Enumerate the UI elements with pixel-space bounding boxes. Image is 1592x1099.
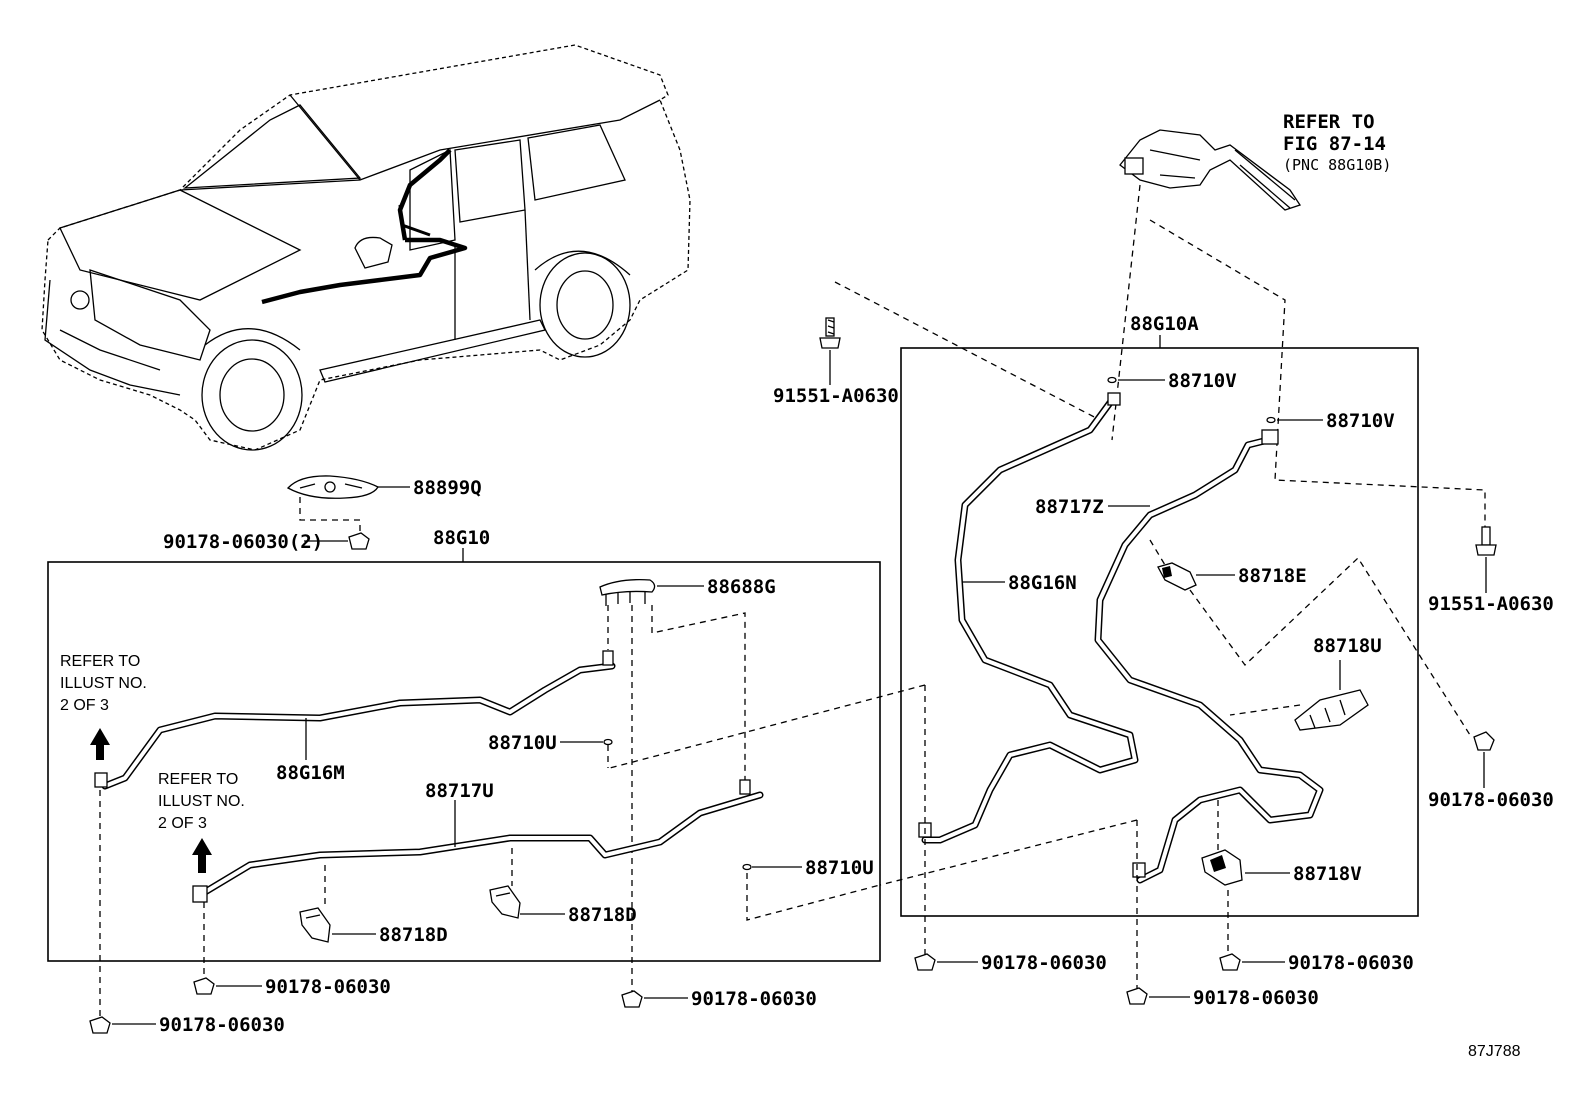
arrow-up-icon-b [192, 838, 212, 873]
arrow-up-icon-a [90, 728, 110, 760]
nut-90178-pair [348, 532, 370, 550]
refer-illust-b-line2: ILLUST NO. [158, 793, 245, 810]
nut-90178-b3 [1219, 953, 1241, 971]
assembly-label-88g10: 88G10 [433, 527, 490, 549]
pipe-88g16n [918, 392, 1139, 844]
label-90178-l1: 90178-06030 [265, 976, 391, 998]
label-88718u: 88718U [1313, 635, 1382, 657]
pipe-88717u [192, 779, 764, 903]
ref-unit-88g10b [1119, 129, 1302, 211]
assembly-frame-88g10a [900, 347, 1419, 917]
label-90178-b1: 90178-06030 [981, 952, 1107, 974]
label-91551-left: 91551-A0630 [773, 385, 899, 407]
refer-fig-line1: REFER TO [1283, 111, 1375, 133]
refer-illust-a-line3: 2 OF 3 [60, 697, 109, 714]
label-88710v-b: 88710V [1326, 410, 1395, 432]
nut-90178-b2 [1126, 987, 1148, 1005]
nut-90178-right [1473, 731, 1495, 751]
clamp-88718v [1201, 849, 1243, 886]
clamp-88718d-a [299, 907, 331, 943]
refer-illust-b-line3: 2 OF 3 [158, 815, 207, 832]
refer-illust-b-line1: REFER TO [158, 771, 238, 788]
label-88717z: 88717Z [1035, 496, 1104, 518]
nut-90178-b1 [914, 953, 936, 971]
label-88718e: 88718E [1238, 565, 1307, 587]
bolt-91551-right [1475, 526, 1497, 556]
refer-illust-a-line1: REFER TO [60, 653, 140, 670]
bolt-91551-left [819, 317, 841, 349]
assembly-frame-88g10 [47, 561, 881, 962]
label-90178-l2: 90178-06030 [159, 1014, 285, 1036]
label-88717u: 88717U [425, 780, 494, 802]
nut-90178-l3 [621, 990, 643, 1008]
refer-fig-line3: (PNC 88G10B) [1283, 156, 1391, 174]
nut-90178-l2 [89, 1016, 111, 1034]
label-88899q: 88899Q [413, 477, 482, 499]
pipe-88717z [1094, 429, 1324, 884]
label-90178-b2: 90178-06030 [1193, 987, 1319, 1009]
label-88718v: 88718V [1293, 863, 1362, 885]
label-88710u-b: 88710U [805, 857, 874, 879]
label-90178-l3: 90178-06030 [691, 988, 817, 1010]
refer-fig-line2: FIG 87-14 [1283, 133, 1386, 155]
clamp-88718d-b [489, 885, 521, 919]
vehicle-illustration [41, 44, 691, 451]
label-88718d-b: 88718D [568, 904, 637, 926]
label-88710u-a: 88710U [488, 732, 557, 754]
clamp-88718u [1294, 689, 1369, 731]
sensor-88718e [1157, 562, 1197, 591]
label-91551-right: 91551-A0630 [1428, 593, 1554, 615]
diagram-code: 87J788 [1468, 1043, 1521, 1060]
bracket-88899q [286, 475, 379, 499]
refer-illust-a-line2: ILLUST NO. [60, 675, 147, 692]
label-88688g: 88688G [707, 576, 776, 598]
assembly-label-88g10a: 88G10A [1130, 313, 1199, 335]
bracket-88688g [599, 579, 656, 606]
label-88718d-a: 88718D [379, 924, 448, 946]
label-90178-pair: 90178-06030(2) [163, 531, 323, 553]
label-90178-b3: 90178-06030 [1288, 952, 1414, 974]
label-88710v-a: 88710V [1168, 370, 1237, 392]
label-90178-right: 90178-06030 [1428, 789, 1554, 811]
label-88g16n: 88G16N [1008, 572, 1077, 594]
nut-90178-l1 [193, 977, 215, 995]
pipe-88g16m [94, 650, 616, 790]
label-88g16m: 88G16M [276, 762, 345, 784]
